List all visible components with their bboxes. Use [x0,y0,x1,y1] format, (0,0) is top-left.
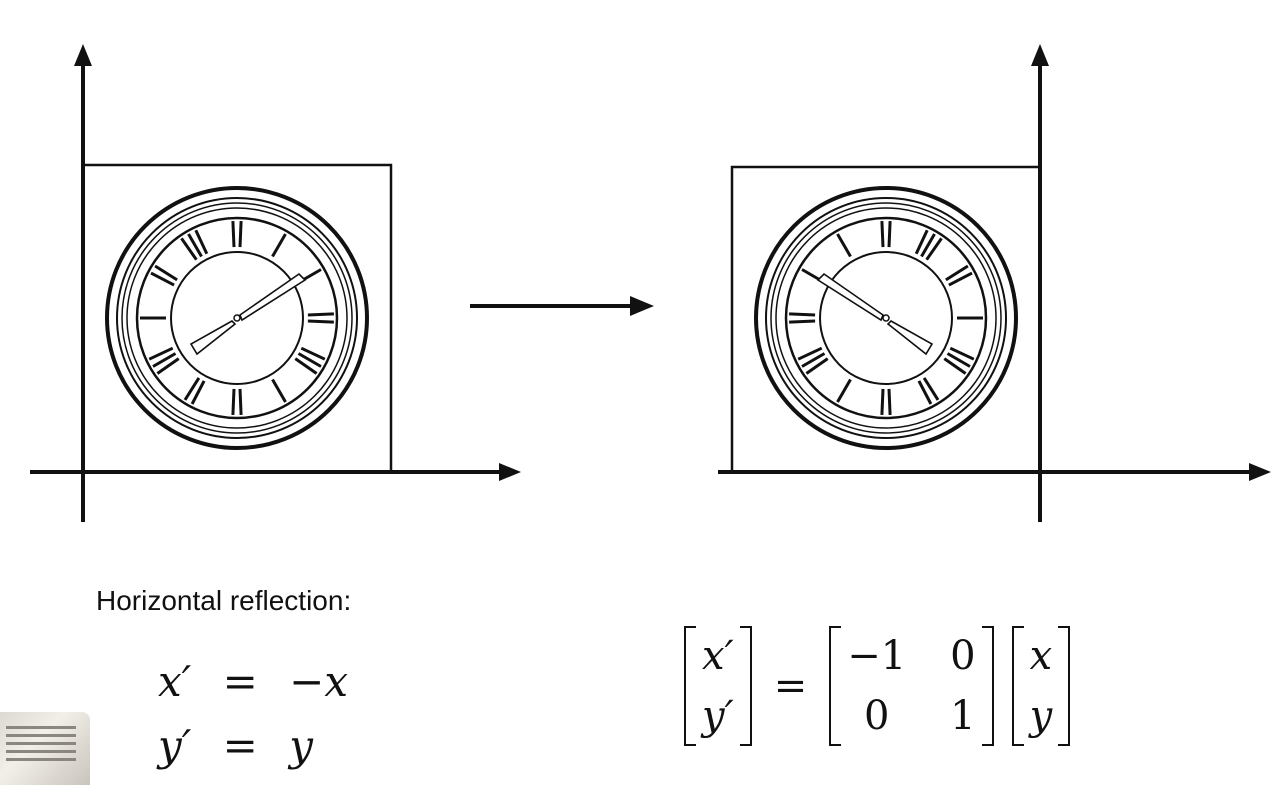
left-panel [30,44,521,522]
matrix-entry: 0 [863,693,890,739]
right-y-arrowhead [1031,44,1049,66]
equation-x-lhs: x′ [158,657,192,706]
rhs-vector: x y [1011,626,1071,746]
presenter-thumbnail [0,712,90,785]
clock-face-roman-mirrored-icon [754,186,1018,450]
equation-y-rhs: y [289,721,313,770]
matrix-entry: −1 [847,633,907,679]
arrow-right-icon [470,296,654,316]
clock-face-roman-icon [105,186,369,450]
matrix-equation: x′ y′ = −1 0 0 1 x y [684,624,1071,748]
lhs-vector-entry: y′ [702,693,734,739]
equation-x-rhs: −x [289,657,349,706]
lhs-vector-entry: x′ [702,633,734,679]
equation-x-equals: = [222,657,258,706]
right-panel [718,44,1271,522]
left-x-arrowhead [499,463,521,481]
rhs-vector-entry: y [1029,693,1053,739]
caption-horizontal-reflection: Horizontal reflection: [96,585,352,616]
left-y-arrowhead [74,44,92,66]
equation-y: y′ = y [158,714,348,778]
equation-y-equals: = [222,721,258,770]
equation-y-lhs: y′ [158,721,192,770]
right-image-frame [730,165,1042,474]
matrix-entry: 0 [950,633,976,679]
matrix-entry: 1 [950,693,976,739]
lhs-vector: x′ y′ [684,626,752,746]
rhs-vector-entry: x [1029,633,1053,679]
scalar-equations: x′ = −x y′ = y [158,650,348,778]
equation-x: x′ = −x [158,650,348,714]
left-image-frame [81,163,393,474]
matrix-equals-sign: = [773,663,808,709]
reflection-matrix: −1 0 0 1 [829,626,994,746]
right-x-arrowhead [1249,463,1271,481]
